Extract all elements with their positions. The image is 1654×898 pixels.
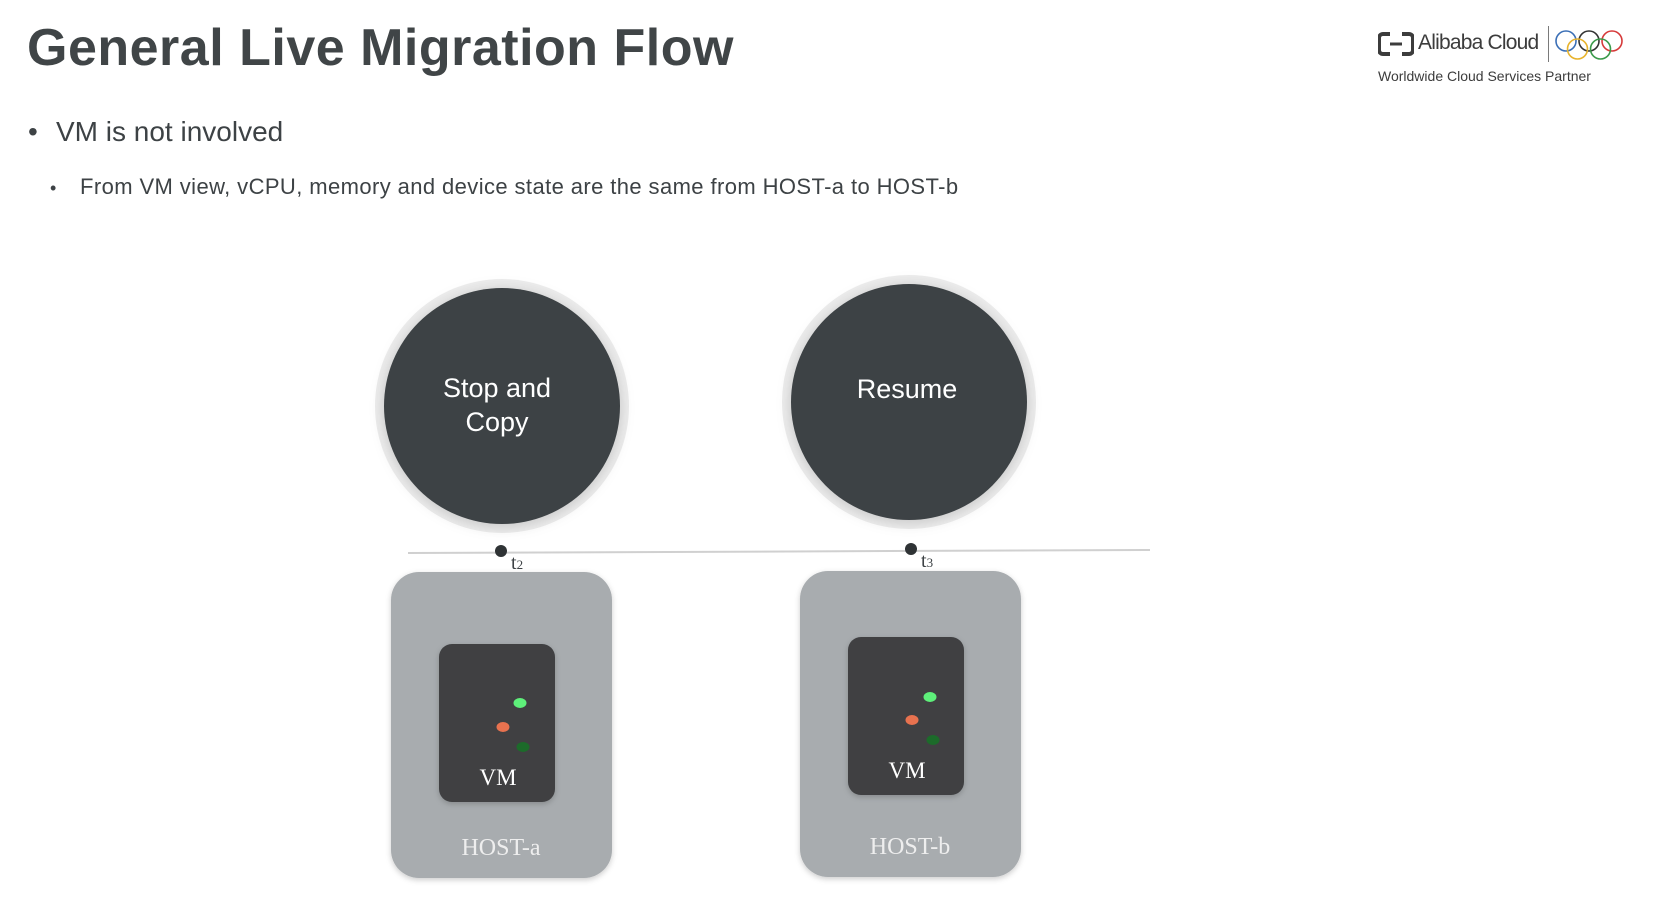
bullet-level-2: • From VM view, vCPU, memory and device s…: [50, 174, 958, 200]
logo-brand-text: Alibaba Cloud: [1418, 31, 1539, 54]
timeline-tick-t3: t3: [905, 543, 933, 572]
slide-title: General Live Migration Flow: [27, 19, 734, 77]
alibaba-cloud-logo: Alibaba Cloud Worldwide Cloud Services P…: [1378, 26, 1628, 92]
timeline-marker: [905, 543, 917, 555]
tick-label: t2: [511, 552, 523, 574]
stage-circle: [791, 284, 1027, 520]
host-label: HOST-a: [461, 835, 540, 861]
timeline-tick-t2: t2: [495, 545, 523, 574]
bullet-text: From VM view, vCPU, memory and device st…: [80, 174, 959, 199]
tick-label: t3: [921, 550, 933, 572]
bullet-dot-icon: •: [50, 178, 57, 198]
timeline-marker: [495, 545, 507, 557]
vm-label: VM: [888, 758, 925, 783]
stage-label: Copy: [465, 407, 529, 437]
host-b: VM HOST-b: [800, 571, 1021, 877]
host-a: VM HOST-a: [391, 572, 612, 878]
alibaba-cloud-bracket-icon: [1378, 32, 1414, 56]
stage-label: Resume: [857, 374, 958, 404]
timeline: [407, 549, 1151, 554]
bullet-dot-icon: •: [28, 116, 38, 147]
stage-label: Stop and: [443, 373, 551, 403]
vm-box: [848, 637, 964, 795]
olympic-rings-icon: [1555, 30, 1623, 60]
led-light-green-icon: [923, 692, 937, 702]
led-orange-icon: [905, 715, 919, 725]
vm-label: VM: [479, 765, 516, 790]
stage-circle: [384, 288, 620, 524]
led-light-green-icon: [513, 698, 527, 708]
led-orange-icon: [496, 722, 510, 732]
bullet-level-1: • VM is not involved: [28, 116, 283, 148]
led-dark-green-icon: [516, 742, 530, 752]
vm-box: [439, 644, 555, 802]
host-label: HOST-b: [870, 834, 950, 860]
stage-stop-and-copy: Stop and Copy: [375, 279, 629, 533]
logo-divider: [1548, 26, 1549, 62]
bullet-text: VM is not involved: [56, 116, 284, 147]
logo-tagline: Worldwide Cloud Services Partner: [1378, 68, 1591, 84]
led-dark-green-icon: [926, 735, 940, 745]
stage-resume: Resume: [782, 275, 1036, 529]
